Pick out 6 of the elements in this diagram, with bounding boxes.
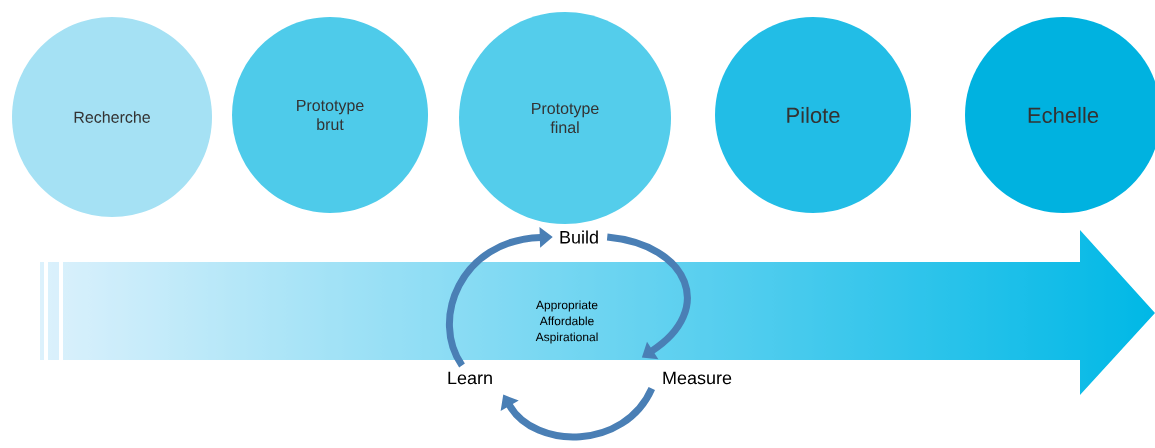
cycle-arrow xyxy=(606,233,691,360)
step-label: Learn xyxy=(448,371,492,385)
center-label: Appropriate Affordable Aspirational xyxy=(535,300,598,344)
cycle-arrow xyxy=(500,386,655,441)
step-label: Measure xyxy=(663,371,732,385)
step-label: Build xyxy=(560,230,598,244)
